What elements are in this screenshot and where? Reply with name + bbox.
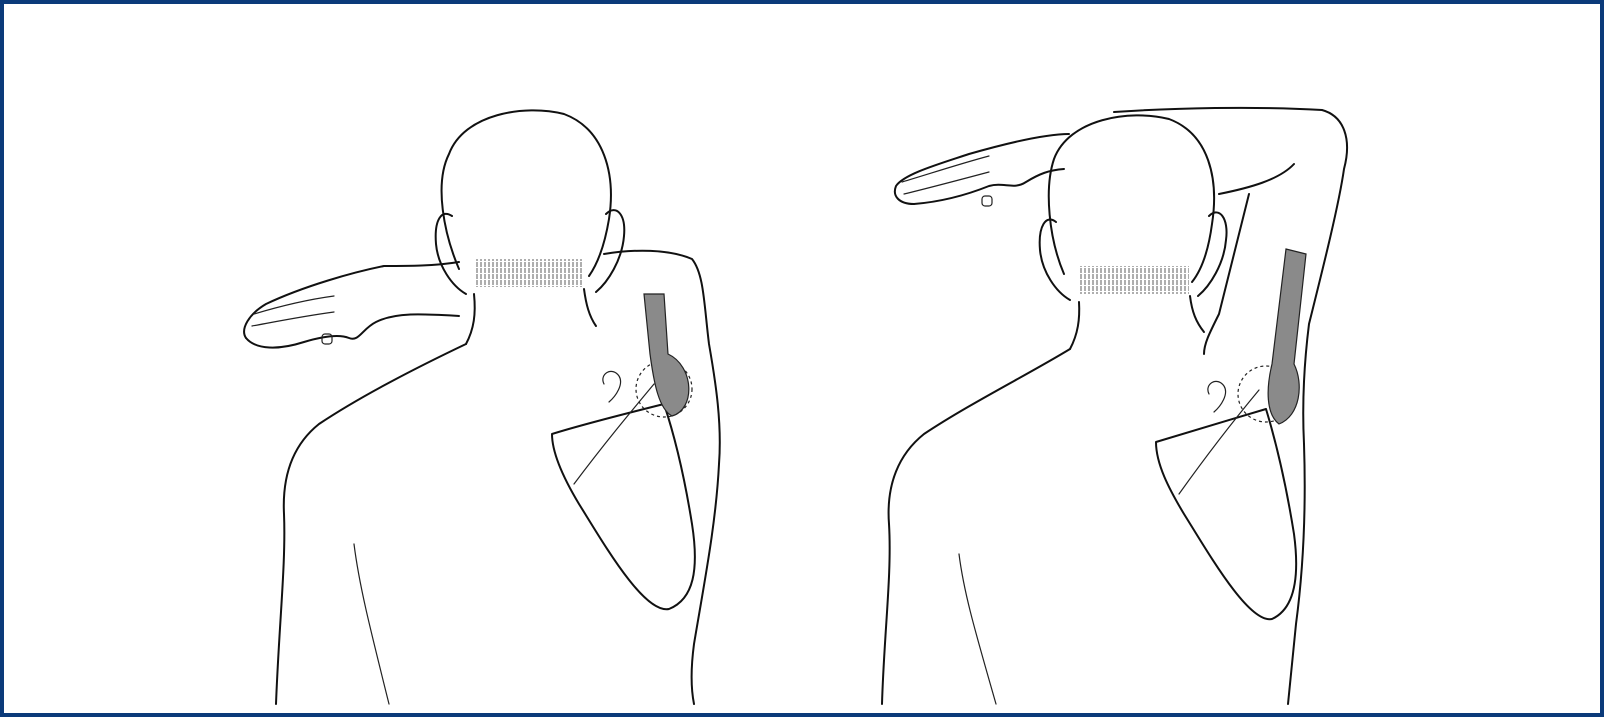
left-scapula-spine bbox=[574, 384, 654, 484]
left-trunk-inner bbox=[354, 544, 389, 704]
left-trunk-left bbox=[276, 344, 466, 704]
left-ear-left bbox=[436, 214, 466, 294]
right-arm-inner bbox=[1219, 164, 1294, 194]
right-trunk-left bbox=[882, 349, 1070, 704]
left-scapula bbox=[552, 404, 695, 609]
left-figure bbox=[244, 110, 720, 704]
right-neck-left bbox=[1070, 302, 1079, 349]
right-arm-top bbox=[895, 134, 1069, 204]
right-scapula bbox=[1156, 409, 1296, 619]
right-ear-left bbox=[1040, 220, 1070, 300]
right-shaded-muscle bbox=[1268, 249, 1306, 424]
left-neck-left bbox=[466, 294, 475, 344]
left-fingers bbox=[252, 296, 334, 326]
left-hairline bbox=[474, 259, 584, 287]
right-figure bbox=[882, 108, 1347, 704]
anatomy-illustration bbox=[4, 4, 1600, 713]
left-coracoid bbox=[603, 371, 621, 402]
right-hairline bbox=[1079, 266, 1189, 294]
right-arm-bottom bbox=[914, 169, 1064, 204]
right-upper-arm bbox=[1204, 194, 1249, 354]
left-shaded-muscle bbox=[644, 294, 689, 416]
right-head bbox=[1049, 115, 1214, 282]
right-scapula-spine bbox=[1179, 390, 1259, 494]
left-forearm-bottom bbox=[246, 314, 459, 347]
right-thumbnail bbox=[982, 196, 992, 206]
left-head bbox=[442, 110, 611, 276]
right-trunk-inner bbox=[959, 554, 996, 704]
left-neck-right bbox=[584, 289, 596, 326]
left-forearm-top bbox=[244, 262, 459, 338]
right-coracoid bbox=[1208, 381, 1226, 412]
right-neck-right bbox=[1190, 296, 1204, 332]
